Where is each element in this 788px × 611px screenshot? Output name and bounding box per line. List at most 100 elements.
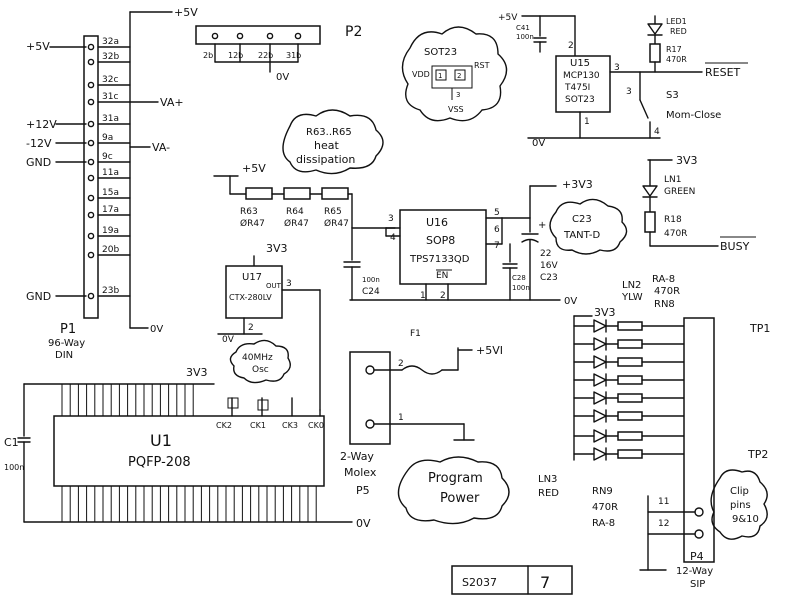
sot23-vdd: VDD xyxy=(412,70,430,79)
sheet-number: 7 xyxy=(540,573,550,592)
u15-supply: +5V xyxy=(498,13,518,23)
osc-note-line-1: 40MHz xyxy=(242,353,273,363)
p5-name: P5 xyxy=(356,484,370,497)
led1-indicator: LED1 RED R17 470R xyxy=(647,15,687,73)
r64-name: R64 xyxy=(286,207,304,217)
clock-label-ck0: CK0 xyxy=(308,421,324,430)
p1-net-plus12v: +12V xyxy=(26,118,57,131)
p4-name: P4 xyxy=(690,550,704,563)
u16-part: TPS7133QD xyxy=(409,254,470,265)
program-power-line-1: Program xyxy=(428,471,483,486)
clock-label-ck3: CK3 xyxy=(282,421,298,430)
sot23-pin3: 3 xyxy=(456,91,460,99)
u1-package: PQFP-208 xyxy=(128,455,191,470)
p1-pin-label: 32c xyxy=(102,75,118,85)
u15-name: U15 xyxy=(570,58,590,69)
rn9-name: RN9 xyxy=(592,486,613,497)
p5-desc-2: Molex xyxy=(344,466,377,479)
u15-pin1: 1 xyxy=(584,117,590,127)
heat-dissipation-note: R63..R65 heat dissipation xyxy=(282,109,384,175)
resistor-supply: +5V xyxy=(242,162,266,175)
c1-value: 100n xyxy=(4,463,24,472)
s3-pin4: 4 xyxy=(654,127,660,137)
r63-r65-resistors: +5V R63 R64 R65 ØR47 ØR47 ØR47 xyxy=(213,162,396,229)
r18-name: R18 xyxy=(664,215,682,225)
p4-body xyxy=(683,317,715,563)
u17-part: CTX-280LV xyxy=(229,293,272,302)
p2-pin-label: 31b xyxy=(286,51,301,60)
u16-pin6: 6 xyxy=(494,225,500,235)
f1-label: F1 xyxy=(410,329,421,339)
u16-pin7: 7 xyxy=(494,241,500,251)
c41-value: 100n xyxy=(516,33,534,41)
clip-note-line-3: 9&10 xyxy=(732,514,759,525)
c23-value-1: 22 xyxy=(540,249,551,259)
p5-net: +5VI xyxy=(476,344,503,357)
ln1-color: GREEN xyxy=(664,187,695,197)
u16-pin3: 3 xyxy=(388,214,394,224)
r18-value: 470R xyxy=(664,229,687,239)
u15-pin2: 2 xyxy=(568,41,574,51)
u1-name: U1 xyxy=(150,431,172,450)
u15-part-1: MCP130 xyxy=(563,71,600,81)
p4-desc-1: 12-Way xyxy=(676,566,713,577)
rn9-package: RA-8 xyxy=(592,518,615,529)
r17-name: R17 xyxy=(666,45,682,54)
rn8-value: 470R xyxy=(654,286,680,297)
p1-pin-label: 11a xyxy=(102,168,119,178)
ln1-name: LN1 xyxy=(664,175,681,185)
led-array: 3V3 LN2 YLW RA-8 470R RN8 LN3 RED RN9 47… xyxy=(538,274,770,590)
u15-part-3: SOT23 xyxy=(565,95,595,105)
s3-desc: Mom-Close xyxy=(666,110,721,121)
rn8-package: RA-8 xyxy=(652,274,675,285)
p1-pin-label: 19a xyxy=(102,226,119,236)
r63-value: ØR47 xyxy=(240,218,265,229)
u15-body xyxy=(555,55,611,113)
s3-reset-switch: 3 4 S3 Mom-Close xyxy=(626,71,721,139)
u15-net-0v: 0V xyxy=(532,138,545,149)
u17-out-label: OUT xyxy=(266,282,282,290)
ln3-name: LN3 xyxy=(538,474,557,485)
u1-net-0v: 0V xyxy=(356,517,371,530)
busy-net: BUSY xyxy=(720,240,750,253)
r63-name: R63 xyxy=(240,207,258,217)
p4-pin12: 12 xyxy=(658,519,669,529)
c1-label: C1 xyxy=(4,436,19,449)
osc-note-line-2: Osc xyxy=(252,365,269,375)
u1-body xyxy=(53,415,325,487)
u15-reset-supervisor: +5V C41 100n 2 U15 MCP130 T475I SOT23 3 … xyxy=(498,13,748,149)
clip-note-line-1: Clip xyxy=(730,486,749,497)
p1-net-0v: 0V xyxy=(150,324,163,335)
p2-net-0v: 0V xyxy=(276,72,289,83)
c24-label: C24 xyxy=(362,287,380,297)
u17-body xyxy=(225,265,283,319)
p4-desc-2: SIP xyxy=(690,579,705,590)
p1-pin-label: 32a xyxy=(102,37,119,47)
p2-body xyxy=(195,25,321,45)
p5-pin2: 2 xyxy=(398,359,404,369)
u16-enable: EN xyxy=(436,271,448,281)
rn8-name: RN8 xyxy=(654,299,675,310)
r65-value: ØR47 xyxy=(324,218,349,229)
p1-pin-label: 23b xyxy=(102,286,119,296)
p1-pin-label: 15a xyxy=(102,188,119,198)
sot23-rst: RST xyxy=(474,61,490,70)
ln2-name: LN2 xyxy=(622,280,641,291)
tp2-label: TP2 xyxy=(747,448,768,461)
reset-net: RESET xyxy=(705,66,741,79)
p1-net-minus12v: -12V xyxy=(26,137,52,150)
led-array-supply: 3V3 xyxy=(594,306,616,319)
c23-label: C23 xyxy=(540,273,558,283)
clip-note-line-2: pins xyxy=(730,500,751,511)
drawing-number: S2037 xyxy=(462,576,497,589)
u16-pin2: 2 xyxy=(440,291,446,301)
u17-oscillator: 3V3 U17 CTX-280LV OUT 3 2 0V 40MHz Osc xyxy=(217,242,321,411)
c28-value: 100n xyxy=(512,284,530,292)
c41-label: C41 xyxy=(516,24,530,32)
rn9-value: 470R xyxy=(592,502,618,513)
tp1-label: TP1 xyxy=(749,322,770,335)
r65-name: R65 xyxy=(324,207,342,217)
